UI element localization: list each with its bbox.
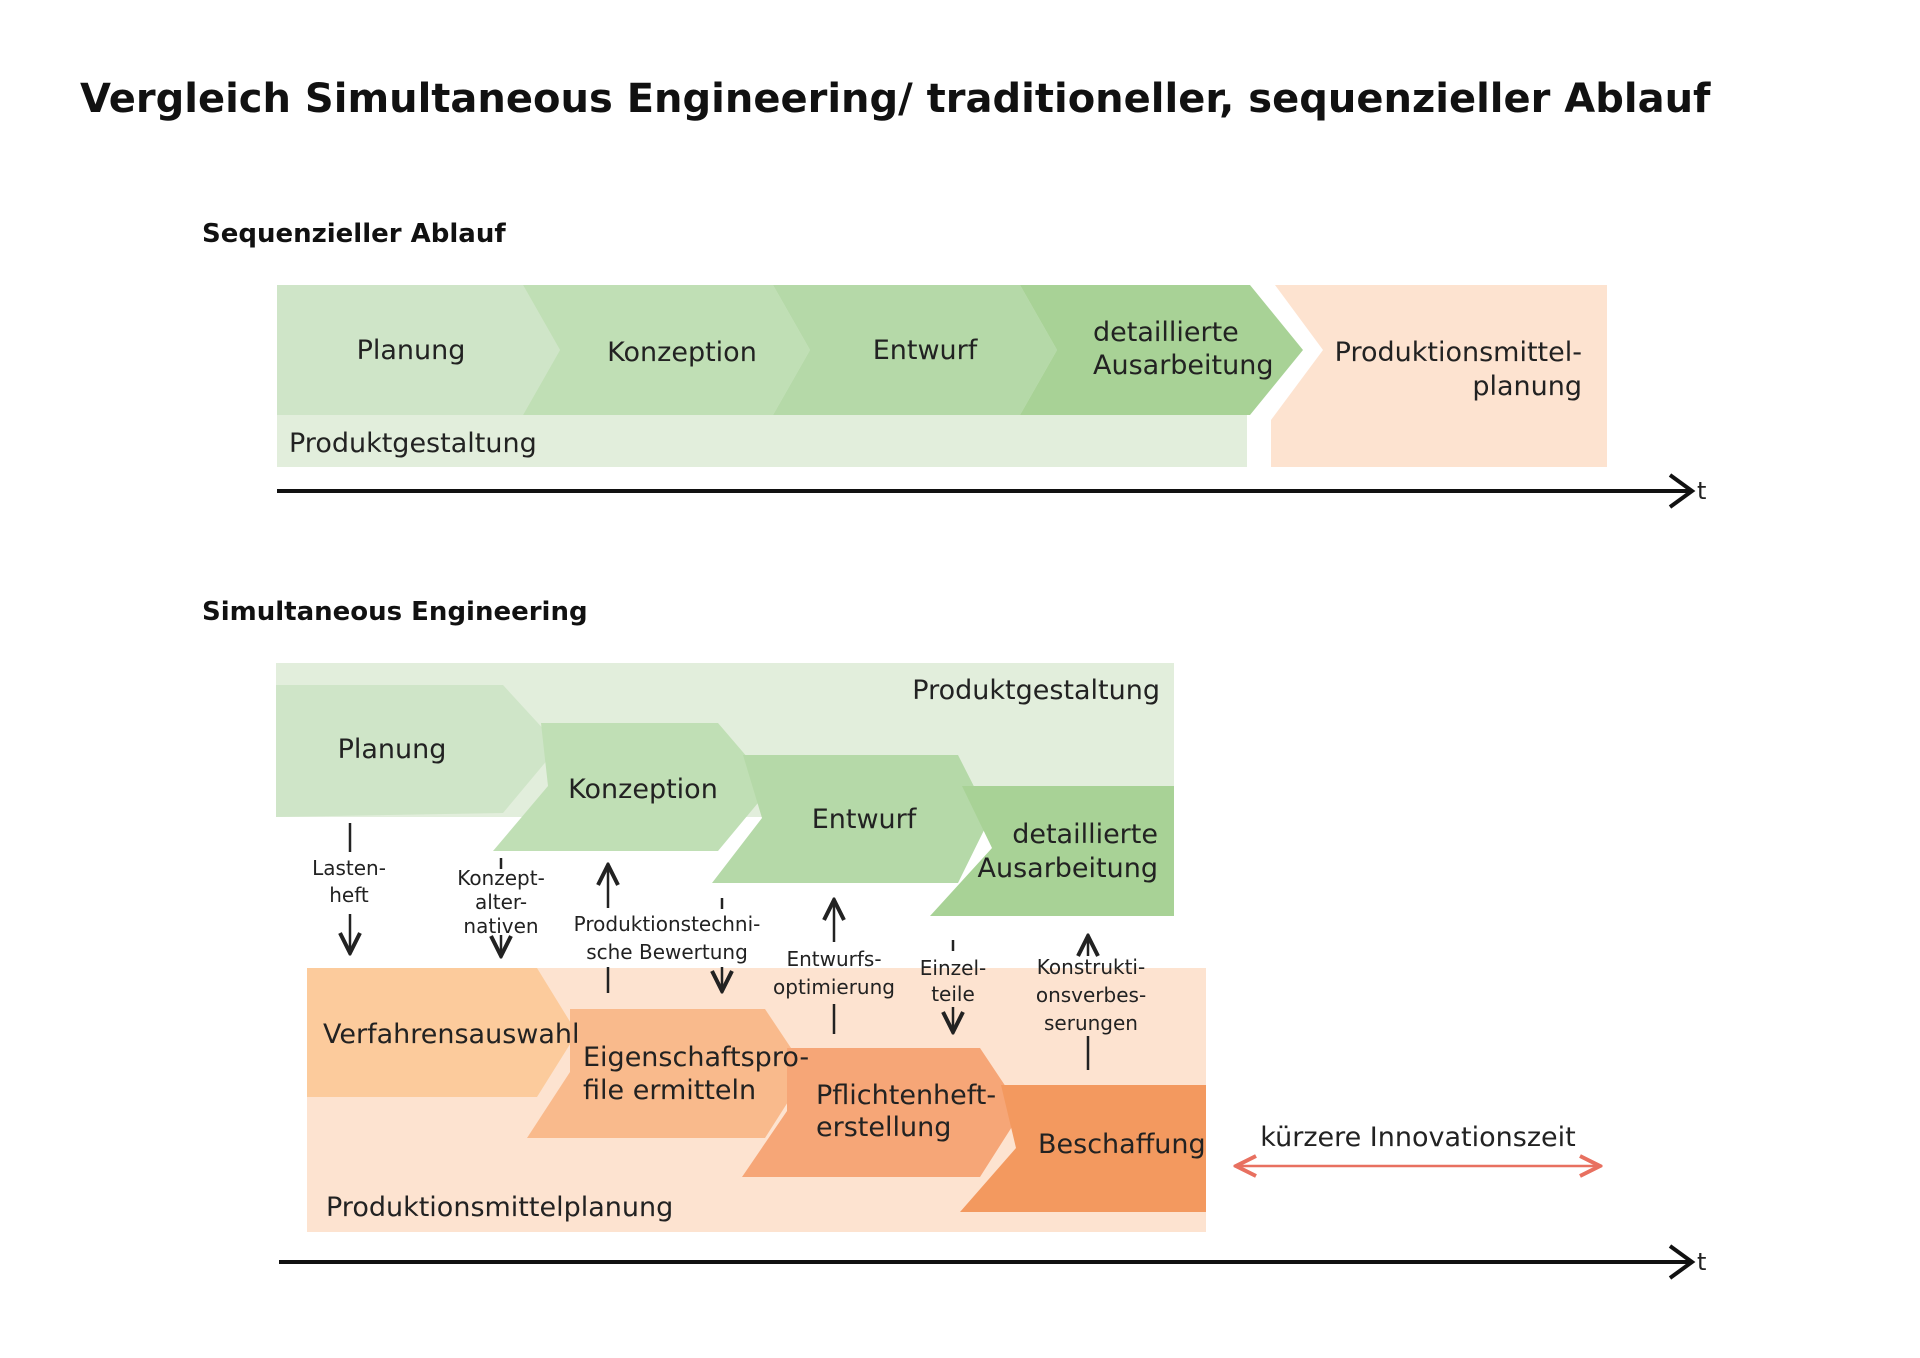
sequential-phase-label-ausarbeitung-1: detaillierte (1093, 317, 1239, 348)
sequential-phase-planung (277, 285, 560, 415)
sim-phase-label-pflichtenheft-1: Pflichtenheft- (816, 1080, 996, 1111)
sequential-phase-entwurf (773, 285, 1057, 415)
konstruktion-label-3: serungen (1044, 1011, 1138, 1035)
sequential-phase-konzeption (523, 285, 810, 415)
konzept-label-2: alter- (475, 890, 527, 914)
sim-phase-label-planung: Planung (338, 734, 447, 765)
sequential-heading: Sequenzieller Ablauf (202, 219, 506, 249)
entwurfsoptimierung-label-1: Entwurfs- (786, 947, 881, 971)
entwurfsoptimierung-label-2: optimierung (773, 975, 895, 999)
simultaneous-heading: Simultaneous Engineering (202, 597, 588, 627)
sim-production-band-label: Produktionsmittelplanung (326, 1192, 673, 1223)
sim-phase-label-konzeption: Konzeption (568, 774, 718, 805)
sequential-phase-ausarbeitung (1020, 285, 1303, 415)
einzelteile-label-1: Einzel- (920, 956, 986, 980)
sim-phase-label-ausarbeitung-2: Ausarbeitung (978, 853, 1159, 884)
sequential-production-block (1271, 285, 1607, 467)
sim-phase-label-verfahrensauswahl: Verfahrensauswahl (323, 1019, 580, 1050)
sim-phase-label-beschaffung: Beschaffung (1038, 1129, 1206, 1160)
simultaneous-band-label: Produktgestaltung (912, 675, 1160, 706)
simultaneous-axis-label: t (1697, 1248, 1706, 1276)
sequential-production-label-1: Produktionsmittel- (1335, 337, 1582, 368)
sequential-axis-label: t (1697, 477, 1706, 505)
sequential-diagram: Planung Konzeption Entwurf detaillierte … (277, 285, 1706, 509)
konstruktion-label-2: onsverbes- (1036, 983, 1146, 1007)
sequential-band-label: Produktgestaltung (289, 428, 537, 459)
sim-phase-konzeption (493, 723, 772, 851)
time-saving-label: kürzere Innovationszeit (1260, 1122, 1575, 1153)
sim-phase-label-ausarbeitung-1: detaillierte (1012, 819, 1158, 850)
konzept-label-1: Konzept- (457, 866, 545, 890)
sim-phase-label-eigenschaft-2: file ermitteln (583, 1075, 756, 1106)
lastenheft-label-2: heft (329, 883, 369, 907)
sim-phase-beschaffung (960, 1085, 1206, 1212)
sequential-axis-arrowhead (1668, 473, 1696, 509)
sim-phase-label-eigenschaft-1: Eigenschaftspro- (583, 1042, 809, 1073)
sim-phase-eigenschaftsprofile (527, 1009, 807, 1138)
sequential-phase-label-konzeption: Konzeption (607, 337, 757, 368)
einzelteile-label-2: teile (931, 982, 975, 1006)
sim-phase-label-entwurf: Entwurf (812, 804, 918, 835)
konstruktion-label-1: Konstrukti- (1037, 955, 1145, 979)
bewertung-label-1: Produktionstechni- (574, 912, 761, 936)
simultaneous-diagram: Produktgestaltung Planung Konzeption Ent… (276, 663, 1706, 1280)
simultaneous-axis-arrowhead (1668, 1244, 1696, 1280)
lastenheft-label-1: Lasten- (312, 856, 386, 880)
sim-phase-verfahrensauswahl (307, 968, 577, 1097)
sequential-phase-label-planung: Planung (357, 335, 466, 366)
sim-phase-planung (276, 685, 559, 817)
sequential-phase-label-entwurf: Entwurf (873, 335, 979, 366)
konzept-label-3: nativen (463, 914, 538, 938)
sim-phase-ausarbeitung (930, 786, 1174, 916)
sim-phase-label-pflichtenheft-2: erstellung (816, 1112, 951, 1143)
sequential-production-label-2: planung (1472, 371, 1582, 402)
sim-phase-pflichtenheft (742, 1048, 1022, 1177)
page-title: Vergleich Simultaneous Engineering/ trad… (80, 76, 1711, 122)
sim-phase-entwurf (712, 755, 990, 883)
sequential-phase-label-ausarbeitung-2: Ausarbeitung (1093, 350, 1274, 381)
bewertung-label-2: sche Bewertung (586, 940, 748, 964)
